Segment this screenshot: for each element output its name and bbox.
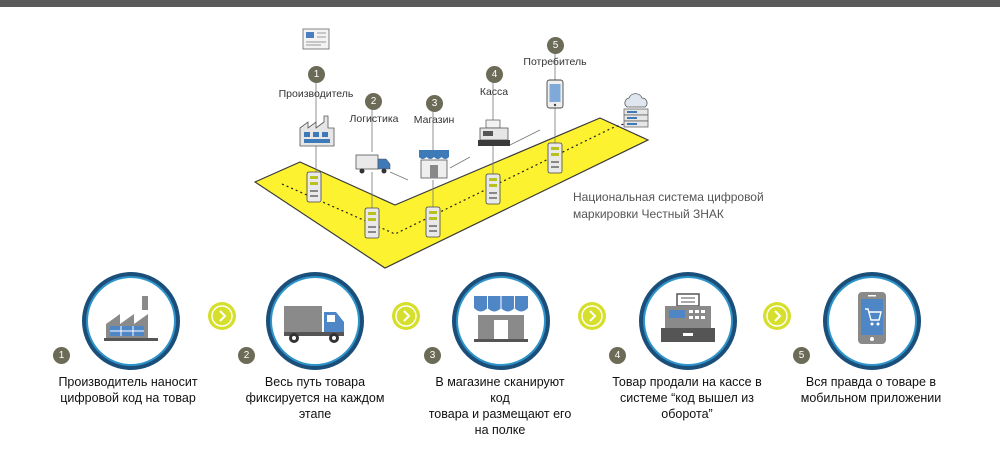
step-number-badge: 1	[53, 347, 70, 364]
mobile-icon	[546, 79, 564, 109]
step-number-badge: 4	[609, 347, 626, 364]
stage-number-badge: 5	[547, 37, 564, 54]
step-circle-1	[82, 272, 180, 370]
cash-register-icon	[478, 119, 510, 146]
caption-line: Весь путь товара	[264, 375, 366, 389]
cash-register-icon	[661, 293, 715, 342]
stage-number-badge: 2	[365, 93, 382, 110]
step-circle-5	[823, 272, 921, 370]
step-caption-3: В магазине сканируют код товара и размещ…	[425, 374, 575, 438]
server-icon	[485, 173, 501, 205]
system-label-line: Национальная система цифровой	[573, 190, 764, 204]
chevron-right-icon	[581, 305, 603, 327]
server-icon	[364, 207, 380, 239]
stage-number-badge: 4	[486, 66, 503, 83]
step-caption-2: Весь путь товара фиксируется на каждом э…	[240, 374, 390, 422]
chevron-right-icon	[211, 305, 233, 327]
system-label-line: маркировки Честный ЗНАК	[573, 207, 724, 221]
caption-line: Товар продали на кассе в	[612, 375, 762, 389]
store-icon	[474, 296, 528, 342]
chevron-right-icon	[395, 305, 417, 327]
step-circle-2	[266, 272, 364, 370]
cloud-database-icon	[623, 93, 649, 128]
caption-line: фиксируется на каждом	[245, 391, 385, 405]
truck-icon	[355, 154, 391, 174]
stage-number-badge: 1	[308, 66, 325, 83]
caption-line: мобильном приложении	[800, 391, 942, 405]
caption-line: Вся правда о товаре в	[805, 375, 937, 389]
stage-label-logistics: Логистика	[349, 113, 399, 125]
stage-number-badge: 3	[426, 95, 443, 112]
chevron-right-icon	[766, 305, 788, 327]
next-step-arrow	[208, 302, 236, 330]
step-number-badge: 5	[793, 347, 810, 364]
factory-icon	[299, 115, 335, 147]
store-icon	[419, 150, 449, 179]
next-step-arrow	[392, 302, 420, 330]
supply-chain-diagram	[253, 28, 650, 269]
stage-label-store: Магазин	[413, 114, 455, 126]
step-number-badge: 2	[238, 347, 255, 364]
step-number-badge: 3	[424, 347, 441, 364]
step-circle-4	[639, 272, 737, 370]
document-icon	[302, 28, 330, 50]
caption-line: этапе	[298, 407, 332, 421]
system-label: Национальная система цифровой маркировки…	[573, 189, 764, 223]
next-step-arrow	[578, 302, 606, 330]
caption-line: В магазине сканируют код	[435, 375, 565, 405]
step-caption-5: Вся правда о товаре в мобильном приложен…	[796, 374, 946, 406]
step-caption-4: Товар продали на кассе в системе “код вы…	[612, 374, 762, 422]
factory-icon	[104, 296, 158, 341]
server-icon	[425, 206, 441, 238]
stage-label-consumer: Потребитель	[523, 56, 587, 68]
stage-label-checkout: Касса	[479, 86, 509, 98]
step-caption-1: Производитель наносит цифровой код на то…	[53, 374, 203, 406]
top-bar	[0, 0, 1000, 7]
caption-line: на полке	[474, 423, 526, 437]
caption-line: Производитель наносит	[58, 375, 198, 389]
caption-line: системе “код вышел из	[620, 391, 754, 405]
step-circle-3	[452, 272, 550, 370]
server-icon	[306, 171, 322, 203]
next-step-arrow	[763, 302, 791, 330]
data-path	[281, 119, 637, 235]
truck-icon	[284, 306, 344, 343]
stage-label-producer: Производитель	[278, 88, 354, 100]
caption-line: товара и размещают его	[428, 407, 572, 421]
caption-line: оборота”	[661, 407, 713, 421]
mobile-app-icon	[858, 292, 886, 344]
server-icon	[547, 142, 563, 174]
caption-line: цифровой код на товар	[60, 391, 196, 405]
